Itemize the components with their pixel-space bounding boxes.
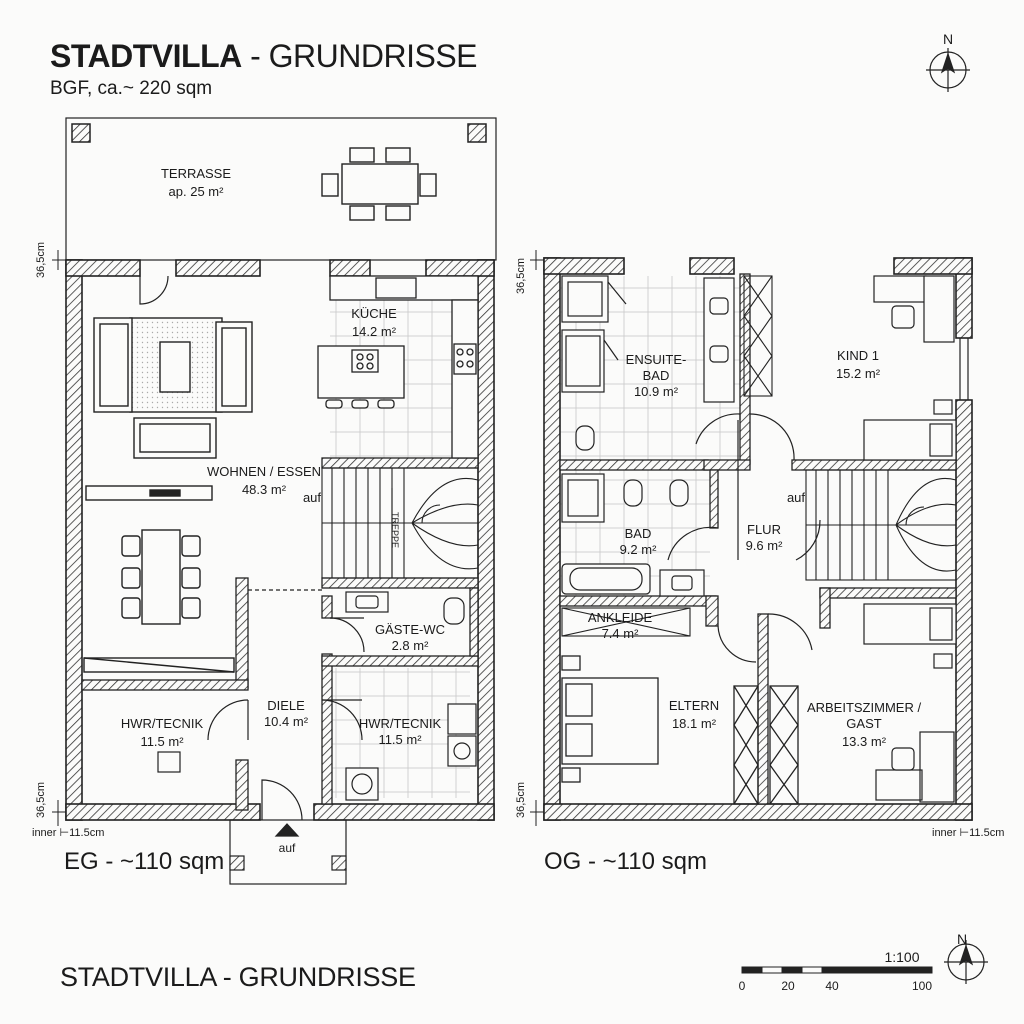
eltern-furniture: [561, 655, 799, 805]
area-bad: 9.2 m²: [620, 542, 658, 557]
eg-entrance: [229, 819, 347, 885]
dim-eg-top: 36,5cm: [35, 242, 47, 278]
label-gaeste-wc: GÄSTE-WC: [375, 622, 445, 637]
og-floor-label: OG - ~110 sqm: [544, 848, 707, 875]
eg-doors: [139, 275, 365, 821]
area-wohnen: 48.3 m²: [242, 482, 287, 497]
bottom-title: STADTVILLA - GRUNDRISSE: [60, 962, 416, 992]
og-dimension-marks: [530, 250, 544, 826]
terrace-column: [467, 123, 487, 143]
og-staircase: [805, 469, 957, 581]
label-terrasse: TERRASSE: [161, 166, 231, 181]
label-eltern: ELTERN: [669, 698, 719, 713]
label-bad: BAD: [625, 526, 652, 541]
area-hwr-right: 11.5 m²: [378, 732, 422, 747]
scale-tick: 40: [825, 979, 839, 993]
label-ensuite-1: ENSUITE-: [626, 352, 687, 367]
label-hwr-right: HWR/TECNIK: [359, 716, 442, 731]
area-arbeitszimmer: 13.3 m²: [842, 734, 887, 749]
area-ankleide: 7.4 m²: [602, 626, 640, 641]
arbeitszimmer-furniture: [863, 603, 957, 803]
label-ensuite-2: BAD: [643, 368, 670, 383]
area-eltern: 18.1 m²: [672, 716, 717, 731]
north-label-bottom: N: [957, 931, 967, 947]
hwr-right-fixtures: [345, 703, 477, 801]
north-arrow-icon: [926, 48, 970, 92]
closet-kind: [743, 275, 773, 397]
eg-floor-label: EG - ~110 sqm: [64, 848, 225, 875]
label-ankleide: ANKLEIDE: [588, 610, 653, 625]
terrace-table: [321, 147, 437, 221]
label-kueche: KÜCHE: [351, 306, 397, 321]
kind-furniture: [863, 275, 957, 461]
scale-tick: 20: [781, 979, 795, 993]
og-doors: [667, 413, 821, 663]
scale-tick: 100: [912, 979, 932, 993]
terrace-outline: [65, 117, 497, 261]
guest-wc-fixtures: [345, 591, 465, 625]
label-stair-up-eg: auf: [303, 490, 321, 505]
label-wohnen: WOHNEN / ESSEN: [207, 464, 321, 479]
scale-ratio: 1:100: [884, 949, 919, 965]
label-flur: FLUR: [747, 522, 781, 537]
dim-eg-bottom: 36,5cm: [35, 782, 47, 818]
gross-floor-area: BGF, ca.~ 220 sqm: [50, 78, 213, 99]
eg-inner-walls: [81, 457, 479, 811]
area-terrasse: ap. 25 m²: [169, 184, 225, 199]
ensuite-fixtures: [561, 275, 735, 451]
eg-plan: [52, 117, 497, 885]
kitchen-furniture: [317, 275, 479, 459]
living-furniture: [83, 317, 253, 673]
area-kind: 15.2 m²: [836, 366, 881, 381]
eg-dimension-marks: [52, 250, 66, 826]
ankleide-closet: [561, 607, 691, 637]
area-hwr-left: 11.5 m²: [140, 734, 184, 749]
dim-eg-inner: inner ⊢11.5cm: [32, 827, 104, 839]
dim-og-bottom: 36,5cm: [515, 782, 527, 818]
og-outer-walls: [543, 257, 973, 821]
label-hwr-left: HWR/TECNIK: [121, 716, 204, 731]
terrace-column: [71, 123, 91, 143]
label-diele: DIELE: [267, 698, 305, 713]
north-label-top: N: [943, 31, 953, 47]
area-kueche: 14.2 m²: [352, 324, 397, 339]
dim-og-top: 36,5cm: [515, 258, 527, 294]
scale-bar: [741, 966, 933, 974]
area-gaeste-wc: 2.8 m²: [392, 638, 430, 653]
label-treppe: TREPPE: [390, 512, 400, 548]
page-title: STADTVILLA - GRUNDRISSE: [50, 38, 478, 74]
dim-og-inner: inner ⊢11.5cm: [932, 827, 1004, 839]
area-ensuite: 10.9 m²: [634, 384, 679, 399]
area-diele: 10.4 m²: [264, 714, 309, 729]
label-stair-up-og: auf: [787, 490, 805, 505]
label-entrance-up: auf: [279, 841, 296, 855]
eg-staircase: [321, 467, 479, 579]
bad-fixtures: [561, 473, 705, 597]
og-plan: [530, 250, 973, 826]
og-inner-walls: [559, 273, 957, 805]
scale-tick: 0: [739, 979, 746, 993]
label-arbeitszimmer-1: ARBEITSZIMMER /: [807, 700, 922, 715]
area-flur: 9.6 m²: [746, 538, 784, 553]
north-arrow-icon: [944, 940, 988, 984]
label-arbeitszimmer-2: GAST: [846, 716, 881, 731]
label-kind: KIND 1: [837, 348, 879, 363]
